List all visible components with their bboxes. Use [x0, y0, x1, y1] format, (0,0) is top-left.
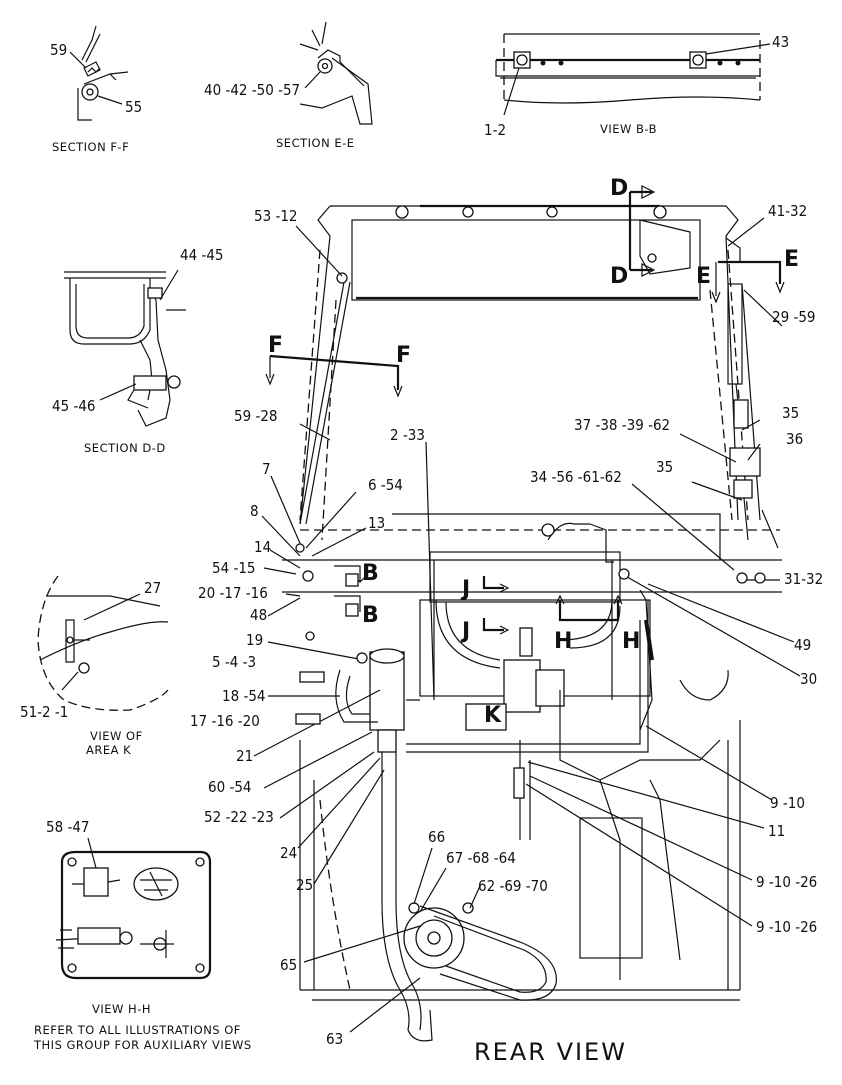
callout-45-46: 45 -46: [52, 397, 96, 415]
callout-5-4-3: 5 -4 -3: [212, 653, 256, 671]
callout-59: 59: [50, 41, 67, 59]
section-dd-detail: 44 -45 45 -46 SECTION D-D: [52, 246, 224, 455]
callout-30: 30: [800, 670, 817, 688]
callout-63: 63: [326, 1030, 343, 1048]
callout-59-28: 59 -28: [234, 407, 278, 425]
callout-53-12: 53 -12: [254, 207, 298, 225]
callout-18-54: 18 -54: [222, 687, 266, 705]
callout-13: 13: [368, 514, 385, 532]
view-hh-detail: 58 -47 VIEW H-H REFER TO ALL ILLUSTRATIO…: [33, 818, 252, 1052]
callout-29-59: 29 -59: [772, 308, 816, 326]
callout-17-16-20: 17 -16 -20: [190, 712, 260, 730]
section-ff-detail: 59 55 SECTION F-F: [50, 25, 142, 154]
callout-35-upper: 35: [782, 404, 799, 422]
callout-44-45: 44 -45: [180, 246, 224, 264]
callout-40-42-50-57: 40 -42 -50 -57: [204, 81, 300, 99]
callout-9-10-26-b: 9 -10 -26: [756, 918, 817, 936]
callout-66: 66: [428, 828, 445, 846]
view-bb-caption: VIEW B-B: [600, 122, 657, 136]
section-ff-caption: SECTION F-F: [52, 140, 129, 154]
rear-view-main: D D E E F F B B J J H H K 53 -12 41-32 2…: [190, 176, 823, 1066]
main-title: REAR VIEW: [474, 1038, 627, 1066]
callout-43: 43: [772, 33, 789, 51]
section-dd-caption: SECTION D-D: [84, 441, 166, 455]
callout-37-38-39-62: 37 -38 -39 -62: [574, 416, 670, 434]
view-area-k-caption-2: AREA K: [86, 743, 131, 757]
callout-27: 27: [144, 579, 161, 597]
callout-65: 65: [280, 956, 297, 974]
section-letter-h-left: H: [554, 629, 572, 654]
section-letter-d-top: D: [610, 176, 628, 201]
callout-9-10: 9 -10: [770, 794, 805, 812]
section-letter-e-left: E: [696, 264, 711, 289]
callout-41-32: 41-32: [768, 202, 807, 220]
callout-11: 11: [768, 822, 785, 840]
section-letter-b-top: B: [362, 561, 379, 586]
callout-19: 19: [246, 631, 263, 649]
callout-36: 36: [786, 430, 803, 448]
callout-31-32: 31-32: [784, 570, 823, 588]
callout-34-56-61-62: 34 -56 -61-62: [530, 468, 622, 486]
view-area-k-caption-1: VIEW OF: [90, 729, 143, 743]
view-bb-detail: 43 1-2 VIEW B-B: [484, 33, 789, 139]
callout-8: 8: [250, 502, 259, 520]
section-letter-j-top: J: [460, 577, 470, 602]
callout-25: 25: [296, 876, 313, 894]
callout-51-2-1: 51-2 -1: [20, 703, 68, 721]
section-ee-detail: 40 -42 -50 -57 SECTION E-E: [204, 21, 373, 150]
callout-20-17-16: 20 -17 -16: [198, 584, 268, 602]
section-letter-d-bottom: D: [610, 264, 628, 289]
section-letter-f-left: F: [268, 333, 283, 358]
callout-58-47: 58 -47: [46, 818, 90, 836]
note-line-2: THIS GROUP FOR AUXILIARY VIEWS: [33, 1038, 252, 1052]
section-letter-e-right: E: [784, 247, 799, 272]
section-letter-h-right: H: [622, 629, 640, 654]
view-area-k-detail: 27 51-2 -1 VIEW OF AREA K: [20, 575, 169, 757]
section-letter-b-bottom: B: [362, 603, 379, 628]
callout-55: 55: [125, 98, 142, 116]
note-line-1: REFER TO ALL ILLUSTRATIONS OF: [34, 1023, 241, 1037]
callout-60-54: 60 -54: [208, 778, 252, 796]
section-letter-j-bottom: J: [460, 619, 470, 644]
callout-14: 14: [254, 538, 271, 556]
callout-49: 49: [794, 636, 811, 654]
callout-21: 21: [236, 747, 253, 765]
callout-24: 24: [280, 844, 297, 862]
view-hh-caption: VIEW H-H: [92, 1002, 151, 1016]
callout-9-10-26-a: 9 -10 -26: [756, 873, 817, 891]
callout-48: 48: [250, 606, 267, 624]
section-letter-f-right: F: [396, 343, 411, 368]
callout-7: 7: [262, 460, 271, 478]
callout-6-54: 6 -54: [368, 476, 403, 494]
callout-1-2: 1-2: [484, 121, 506, 139]
callout-62-69-70: 62 -69 -70: [478, 877, 548, 895]
callout-2-33: 2 -33: [390, 426, 425, 444]
callout-52-22-23: 52 -22 -23: [204, 808, 274, 826]
callout-54-15: 54 -15: [212, 559, 256, 577]
section-ee-caption: SECTION E-E: [276, 136, 355, 150]
callout-67-68-64: 67 -68 -64: [446, 849, 516, 867]
section-letter-k: K: [484, 703, 502, 728]
callout-35-lower: 35: [656, 458, 673, 476]
